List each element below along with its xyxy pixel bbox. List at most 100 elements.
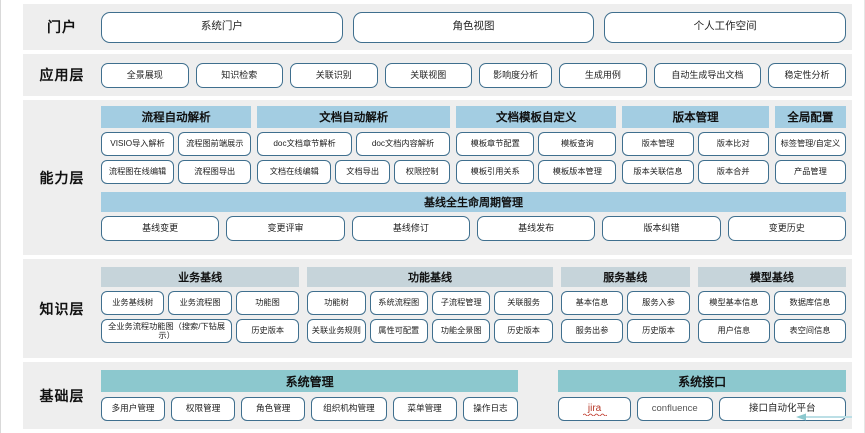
capability-row-1-1: 文档在线编辑 文档导出 权限控制	[257, 160, 451, 184]
capability-item-2-1-1[interactable]: 模板版本管理	[538, 160, 617, 184]
foundation-item-0-0-1[interactable]: 权限管理	[171, 397, 236, 421]
knowledge-group-container: 业务基线 业务基线树 业务流程图 功能图 全业务流程功能图（搜索/下钻展示） 历…	[101, 267, 847, 343]
application-item-4[interactable]: 影响度分析	[479, 62, 553, 88]
baseline-lifecycle-item-2[interactable]: 基线修订	[351, 216, 470, 241]
capability-item-1-1-1[interactable]: 文档导出	[335, 160, 391, 184]
capability-item-3-0-0[interactable]: 版本管理	[622, 132, 694, 156]
knowledge-item-0-0-2[interactable]: 功能图	[235, 291, 300, 315]
capability-item-3-0-1[interactable]: 版本比对	[697, 132, 769, 156]
baseline-lifecycle-item-0[interactable]: 基线变更	[101, 216, 220, 241]
knowledge-item-2-0-1[interactable]: 服务入参	[627, 291, 690, 315]
knowledge-item-1-1-2[interactable]: 功能全景图	[431, 319, 491, 343]
knowledge-group-title-1: 功能基线	[307, 267, 553, 287]
knowledge-item-0-1-0[interactable]: 全业务流程功能图（搜索/下钻展示）	[101, 319, 233, 343]
application-item-2[interactable]: 关联识别	[290, 62, 378, 88]
layer-label-portal: 门户	[47, 19, 77, 35]
foundation-item-0-0-2[interactable]: 角色管理	[241, 397, 306, 421]
layer-application: 应用层 全景展现 知识检索 关联识别 关联视图 影响度分析 生成用例 自动生成导…	[23, 54, 852, 96]
knowledge-item-1-0-0[interactable]: 功能树	[307, 291, 366, 315]
foundation-item-jira[interactable]: jira	[558, 397, 631, 421]
knowledge-group-model-baseline: 模型基线 模型基本信息 数据库信息 用户信息 表空间信息	[697, 267, 847, 343]
knowledge-item-1-1-3[interactable]: 历史版本	[494, 319, 553, 343]
foundation-item-0-0-3[interactable]: 组织机构管理	[311, 397, 387, 421]
knowledge-item-1-1-1[interactable]: 属性可配置	[369, 319, 428, 343]
capability-group-version: 版本管理 版本管理 版本比对 版本关联信息 版本合并	[622, 106, 769, 184]
knowledge-item-3-0-1[interactable]: 数据库信息	[773, 291, 847, 315]
knowledge-item-3-1-0[interactable]: 用户信息	[697, 319, 770, 343]
knowledge-item-3-1-1[interactable]: 表空间信息	[773, 319, 847, 343]
connector-arrow-icon	[796, 413, 852, 421]
knowledge-item-2-0-0[interactable]: 基本信息	[560, 291, 624, 315]
application-item-0[interactable]: 全景展现	[101, 62, 189, 88]
capability-item-1-0-1[interactable]: doc文档内容解析	[355, 132, 451, 156]
foundation-item-confluence[interactable]: confluence	[636, 397, 713, 421]
knowledge-item-1-0-1[interactable]: 系统流程图	[369, 291, 428, 315]
capability-group-global-config: 全局配置 标签管理/自定义 产品管理	[774, 106, 846, 184]
layer-body-application: 全景展现 知识检索 关联识别 关联视图 影响度分析 生成用例 自动生成导出文档 …	[101, 62, 852, 88]
capability-item-0-1-0[interactable]: 流程图在线编辑	[101, 160, 175, 184]
knowledge-item-2-1-0[interactable]: 服务出参	[560, 319, 624, 343]
application-item-5[interactable]: 生成用例	[559, 62, 647, 88]
capability-item-4-0-0[interactable]: 标签管理/自定义	[774, 132, 846, 156]
baseline-lifecycle-item-3[interactable]: 基线发布	[476, 216, 596, 241]
knowledge-group-service-baseline: 服务基线 基本信息 服务入参 服务出参 历史版本	[560, 267, 690, 343]
capability-item-0-0-1[interactable]: 流程图前端展示	[178, 132, 252, 156]
capability-item-2-0-1[interactable]: 模板查询	[538, 132, 617, 156]
capability-group-title-2: 文档模板自定义	[456, 106, 617, 128]
baseline-lifecycle-title: 基线全生命周期管理	[101, 192, 846, 212]
knowledge-row-2-1: 服务出参 历史版本	[560, 319, 690, 343]
knowledge-row-2-0: 基本信息 服务入参	[560, 291, 690, 315]
layer-label-application: 应用层	[39, 67, 85, 83]
knowledge-group-title-2: 服务基线	[560, 267, 690, 287]
baseline-lifecycle-item-4[interactable]: 版本纠错	[602, 216, 721, 241]
capability-item-2-0-0[interactable]: 模板章节配置	[456, 132, 535, 156]
layer-foundation: 基础层 系统管理 多用户管理 权限管理 角色管理 组织机构管理 菜单管理 操作日…	[23, 362, 852, 429]
layer-body-portal: 系统门户 角色视图 个人工作空间	[101, 11, 852, 43]
capability-item-0-0-0[interactable]: VISIO导入解析	[101, 132, 175, 156]
capability-item-1-1-2[interactable]: 权限控制	[394, 160, 451, 184]
knowledge-group-function-baseline: 功能基线 功能树 系统流程图 子流程管理 关联服务 关联业务规则 属性可配置 功…	[307, 267, 553, 343]
capability-row-3-0: 版本管理 版本比对	[622, 132, 769, 156]
foundation-group-title-1: 系统接口	[558, 370, 846, 392]
capability-item-3-1-1[interactable]: 版本合并	[697, 160, 769, 184]
knowledge-row-3-1: 用户信息 表空间信息	[697, 319, 847, 343]
knowledge-row-0-0: 业务基线树 业务流程图 功能图	[101, 291, 300, 315]
jira-label: jira	[587, 403, 602, 415]
foundation-item-0-0-0[interactable]: 多用户管理	[101, 397, 166, 421]
foundation-item-0-0-5[interactable]: 操作日志	[462, 397, 519, 421]
portal-item-0[interactable]: 系统门户	[101, 11, 343, 43]
spellcheck-squiggle-icon	[582, 413, 607, 416]
capability-row-2-0: 模板章节配置 模板查询	[456, 132, 617, 156]
application-item-3[interactable]: 关联视图	[384, 62, 472, 88]
knowledge-item-1-0-3[interactable]: 关联服务	[494, 291, 553, 315]
capability-item-3-1-0[interactable]: 版本关联信息	[622, 160, 694, 184]
knowledge-item-0-0-1[interactable]: 业务流程图	[168, 291, 232, 315]
knowledge-row-3-0: 模型基本信息 数据库信息	[697, 291, 847, 315]
capability-item-4-1-0[interactable]: 产品管理	[774, 160, 846, 184]
capability-item-1-0-0[interactable]: doc文档章节解析	[257, 132, 352, 156]
application-item-6[interactable]: 自动生成导出文档	[653, 62, 762, 88]
application-item-7[interactable]: 稳定性分析	[768, 62, 847, 88]
application-item-1[interactable]: 知识检索	[195, 62, 283, 88]
knowledge-item-1-1-0[interactable]: 关联业务规则	[307, 319, 366, 343]
knowledge-item-0-0-0[interactable]: 业务基线树	[101, 291, 165, 315]
portal-item-2[interactable]: 个人工作空间	[604, 11, 847, 43]
baseline-lifecycle-item-5[interactable]: 变更历史	[727, 216, 846, 241]
capability-row-0-1: 流程图在线编辑 流程图导出	[101, 160, 252, 184]
layer-body-knowledge: 业务基线 业务基线树 业务流程图 功能图 全业务流程功能图（搜索/下钻展示） 历…	[101, 259, 852, 358]
capability-item-2-1-0[interactable]: 模板引用关系	[456, 160, 535, 184]
capability-item-1-1-0[interactable]: 文档在线编辑	[257, 160, 332, 184]
portal-item-1[interactable]: 角色视图	[352, 11, 595, 43]
knowledge-item-1-0-2[interactable]: 子流程管理	[431, 291, 491, 315]
capability-row-1-0: doc文档章节解析 doc文档内容解析	[257, 132, 451, 156]
knowledge-item-3-0-0[interactable]: 模型基本信息	[697, 291, 770, 315]
baseline-lifecycle-item-1[interactable]: 变更评审	[226, 216, 345, 241]
knowledge-group-title-3: 模型基线	[697, 267, 847, 287]
knowledge-item-0-1-1[interactable]: 历史版本	[236, 319, 300, 343]
knowledge-item-2-1-1[interactable]: 历史版本	[627, 319, 690, 343]
foundation-item-0-0-4[interactable]: 菜单管理	[392, 397, 457, 421]
foundation-group-system-interface: 系统接口 jira confluence 接口自动化平台	[558, 370, 846, 421]
capability-group-title-0: 流程自动解析	[101, 106, 252, 128]
capability-item-0-1-1[interactable]: 流程图导出	[178, 160, 252, 184]
application-item-row: 全景展现 知识检索 关联识别 关联视图 影响度分析 生成用例 自动生成导出文档 …	[101, 62, 847, 88]
